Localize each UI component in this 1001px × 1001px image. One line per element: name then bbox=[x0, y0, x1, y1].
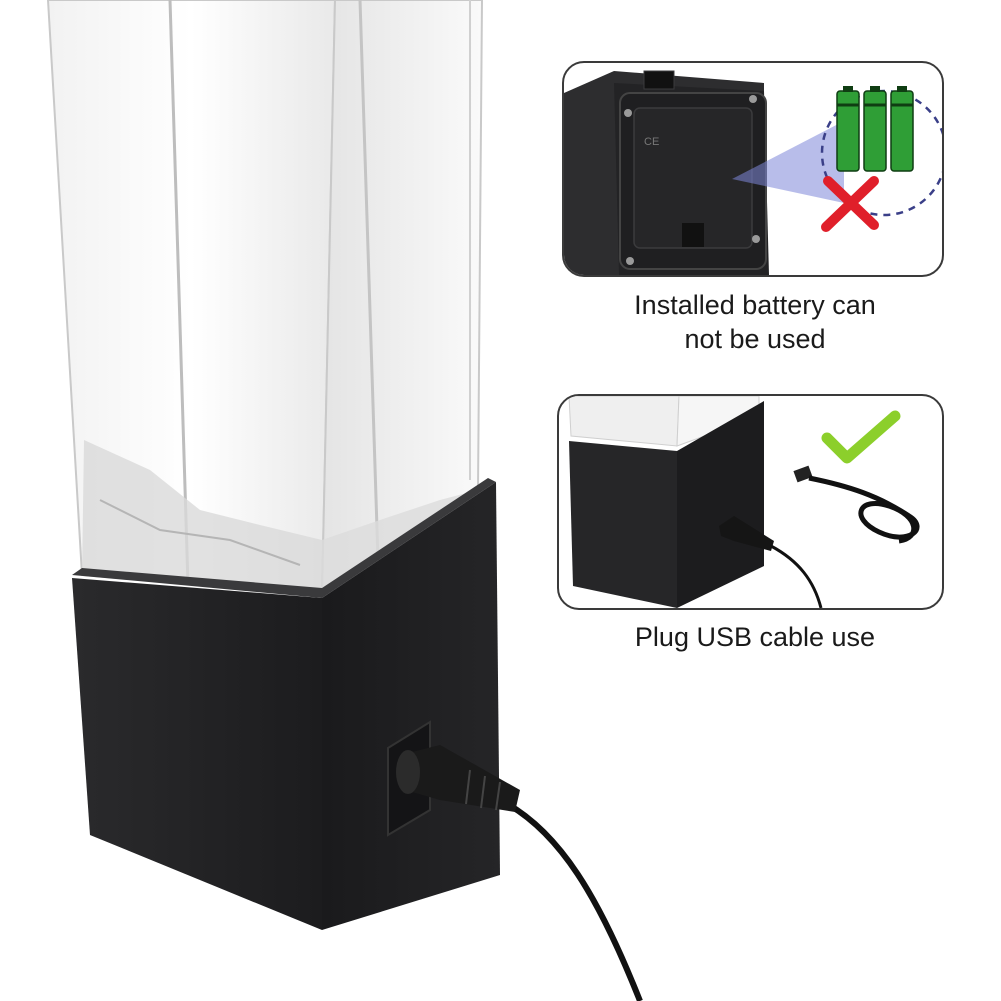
green-check-icon bbox=[821, 410, 901, 464]
usb-caption: Plug USB cable use bbox=[634, 622, 876, 652]
dc-plug-cable bbox=[396, 745, 643, 1001]
battery-caption: Installed battery can not be used bbox=[560, 288, 950, 356]
battery-icon bbox=[836, 86, 914, 172]
usb-connection-image bbox=[568, 396, 920, 608]
battery-panel: CE bbox=[562, 61, 944, 277]
lamp-base bbox=[72, 478, 500, 930]
battery-compartment-image: CE bbox=[564, 70, 942, 275]
battery-caption-line2: not be used bbox=[684, 324, 826, 354]
acrylic-tube bbox=[46, 0, 484, 597]
usb-cable-icon bbox=[793, 465, 920, 544]
battery-caption-line1: Installed battery can bbox=[634, 290, 876, 320]
svg-text:CE: CE bbox=[644, 136, 659, 148]
red-cross-icon bbox=[821, 176, 879, 232]
usb-panel bbox=[557, 394, 944, 610]
